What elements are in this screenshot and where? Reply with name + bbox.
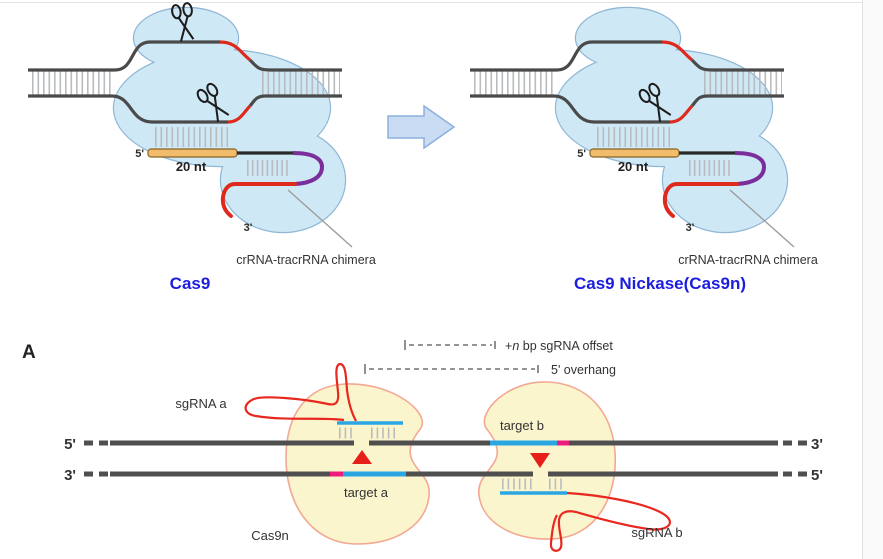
dna-bottom-strand-right: [248, 94, 342, 108]
tracr-purple-loop: [292, 151, 325, 186]
panel-a: A +n bp sgRNA offset 5' overhang: [22, 339, 823, 552]
cas9n-blob-b: [478, 381, 617, 540]
nick-b-triangle: [530, 453, 550, 468]
transition-arrow-icon: [387, 104, 456, 150]
dna-bottom-strand-red-segment: [669, 104, 694, 124]
strand-3p-left-label: 3': [64, 467, 76, 484]
strand-5p-right-label: 5': [811, 467, 823, 484]
dna-bottom-strand-right: [690, 94, 784, 108]
overhang-label: 5' overhang: [551, 363, 616, 377]
tracr-purple-loop: [734, 151, 767, 186]
target-a-label: target a: [344, 485, 389, 500]
five-prime-label: 5': [135, 148, 144, 160]
sgrna-offset-measure: +n bp sgRNA offset: [404, 339, 613, 353]
tracr-red-tail: [662, 182, 739, 218]
target-b-label: target b: [500, 418, 544, 433]
sgrna-a-label: sgRNA a: [175, 396, 227, 411]
chimera-label: crRNA-tracrRNA chimera: [236, 253, 376, 267]
chimera-label: crRNA-tracrRNA chimera: [678, 253, 818, 267]
scissors-icon-bottom-strand: [196, 82, 230, 122]
cas9n-title: Cas9 Nickase(Cas9n): [574, 274, 746, 293]
genomic-dna: [84, 440, 807, 477]
strand-5p-left-label: 5': [64, 436, 76, 453]
cas9-protein-blob: [112, 6, 347, 234]
dna-bottom-strand-left: [470, 94, 670, 124]
sgrna-b-scaffold-loop: [549, 491, 671, 552]
dna-top-strand-right: [248, 58, 342, 72]
dna-bottom-strand-red-segment: [227, 104, 252, 124]
dna-top-strand-left: [28, 40, 220, 72]
cas9-diagram: 5' 20 nt 3' crRNA-tracrRNA chimera Cas9: [28, 2, 376, 293]
guide-20nt-bar: [589, 148, 680, 158]
nick-a-triangle: [352, 450, 372, 464]
panel-a-letter: A: [22, 342, 36, 363]
page-side-band: [862, 0, 883, 559]
cas9-title: Cas9: [170, 274, 211, 293]
three-prime-label: 3': [244, 222, 253, 234]
twenty-nt-label: 20 nt: [618, 159, 649, 174]
dna-top-strand-left: [470, 40, 662, 72]
chimera-pointer-line: [287, 189, 353, 248]
sgrna-offset-label: +n bp sgRNA offset: [505, 339, 613, 353]
dna-top-strand-right: [690, 58, 784, 72]
cas9n-diagram: 5' 20 nt 3' crRNA-tracrRNA chimera Cas9 …: [470, 6, 818, 293]
sgrna-b-label: sgRNA b: [631, 525, 682, 540]
chimera-pointer-line: [729, 189, 795, 248]
scissors-icon-bottom-strand: [638, 82, 672, 122]
five-prime-label: 5': [577, 148, 586, 160]
guide-20nt-bar: [147, 148, 238, 158]
overhang-measure: 5' overhang: [364, 363, 616, 377]
sgrna-a-scaffold-loop: [244, 362, 357, 422]
scissors-icon-top-strand: [171, 2, 195, 42]
tracr-red-tail: [220, 182, 297, 218]
twenty-nt-label: 20 nt: [176, 159, 207, 174]
dna-top-strand-red-segment: [661, 40, 694, 62]
three-prime-label: 3': [686, 222, 695, 234]
dna-top-strand-red-segment: [219, 40, 252, 62]
dna-bottom-strand-left: [28, 94, 228, 124]
cas9n-blob-label: Cas9n: [251, 528, 289, 543]
strand-3p-right-label: 3': [811, 436, 823, 453]
